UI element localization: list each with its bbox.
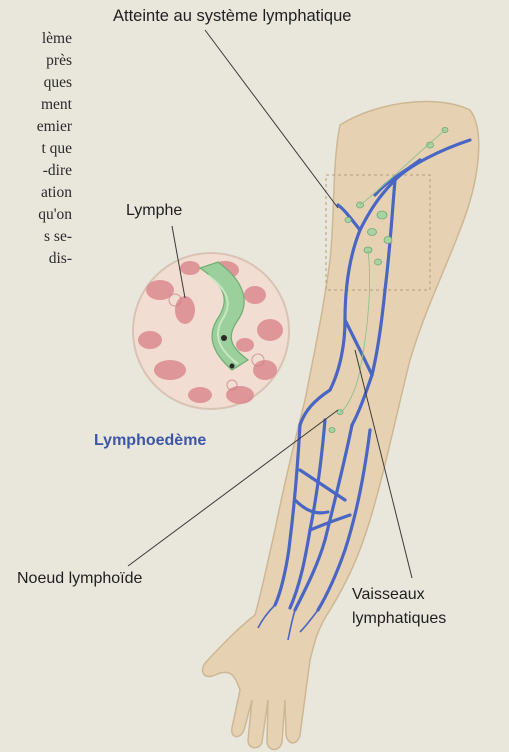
label-lymphe: Lymphe: [126, 202, 182, 220]
magnified-lymph-circle: [133, 253, 289, 409]
paragraph-line: ment: [0, 94, 72, 116]
paragraph-line: lème: [0, 28, 72, 50]
paragraph-fragment: lème près ques ment emier t que -dire at…: [0, 28, 72, 270]
paragraph-line: -dire: [0, 160, 72, 182]
paragraph-line: ques: [0, 72, 72, 94]
paragraph-line: emier: [0, 116, 72, 138]
label-atteinte-systeme-lymphatique: Atteinte au système lymphatique: [113, 7, 351, 26]
label-lymphoedeme: Lymphoedème: [94, 432, 206, 450]
label-vaisseaux-line2: lymphatiques: [352, 607, 446, 631]
paragraph-line: ation: [0, 182, 72, 204]
paragraph-line: s se-: [0, 226, 72, 248]
label-vaisseaux-line1: Vaisseaux: [352, 583, 446, 607]
paragraph-line: près: [0, 50, 72, 72]
paragraph-line: t que: [0, 138, 72, 160]
paragraph-line: qu'on: [0, 204, 72, 226]
arm-silhouette: [203, 102, 479, 750]
paragraph-line: dis-: [0, 248, 72, 270]
label-noeud-lymphoide: Noeud lymphoïde: [17, 570, 142, 588]
label-vaisseaux-lymphatiques: Vaisseaux lymphatiques: [352, 583, 446, 631]
